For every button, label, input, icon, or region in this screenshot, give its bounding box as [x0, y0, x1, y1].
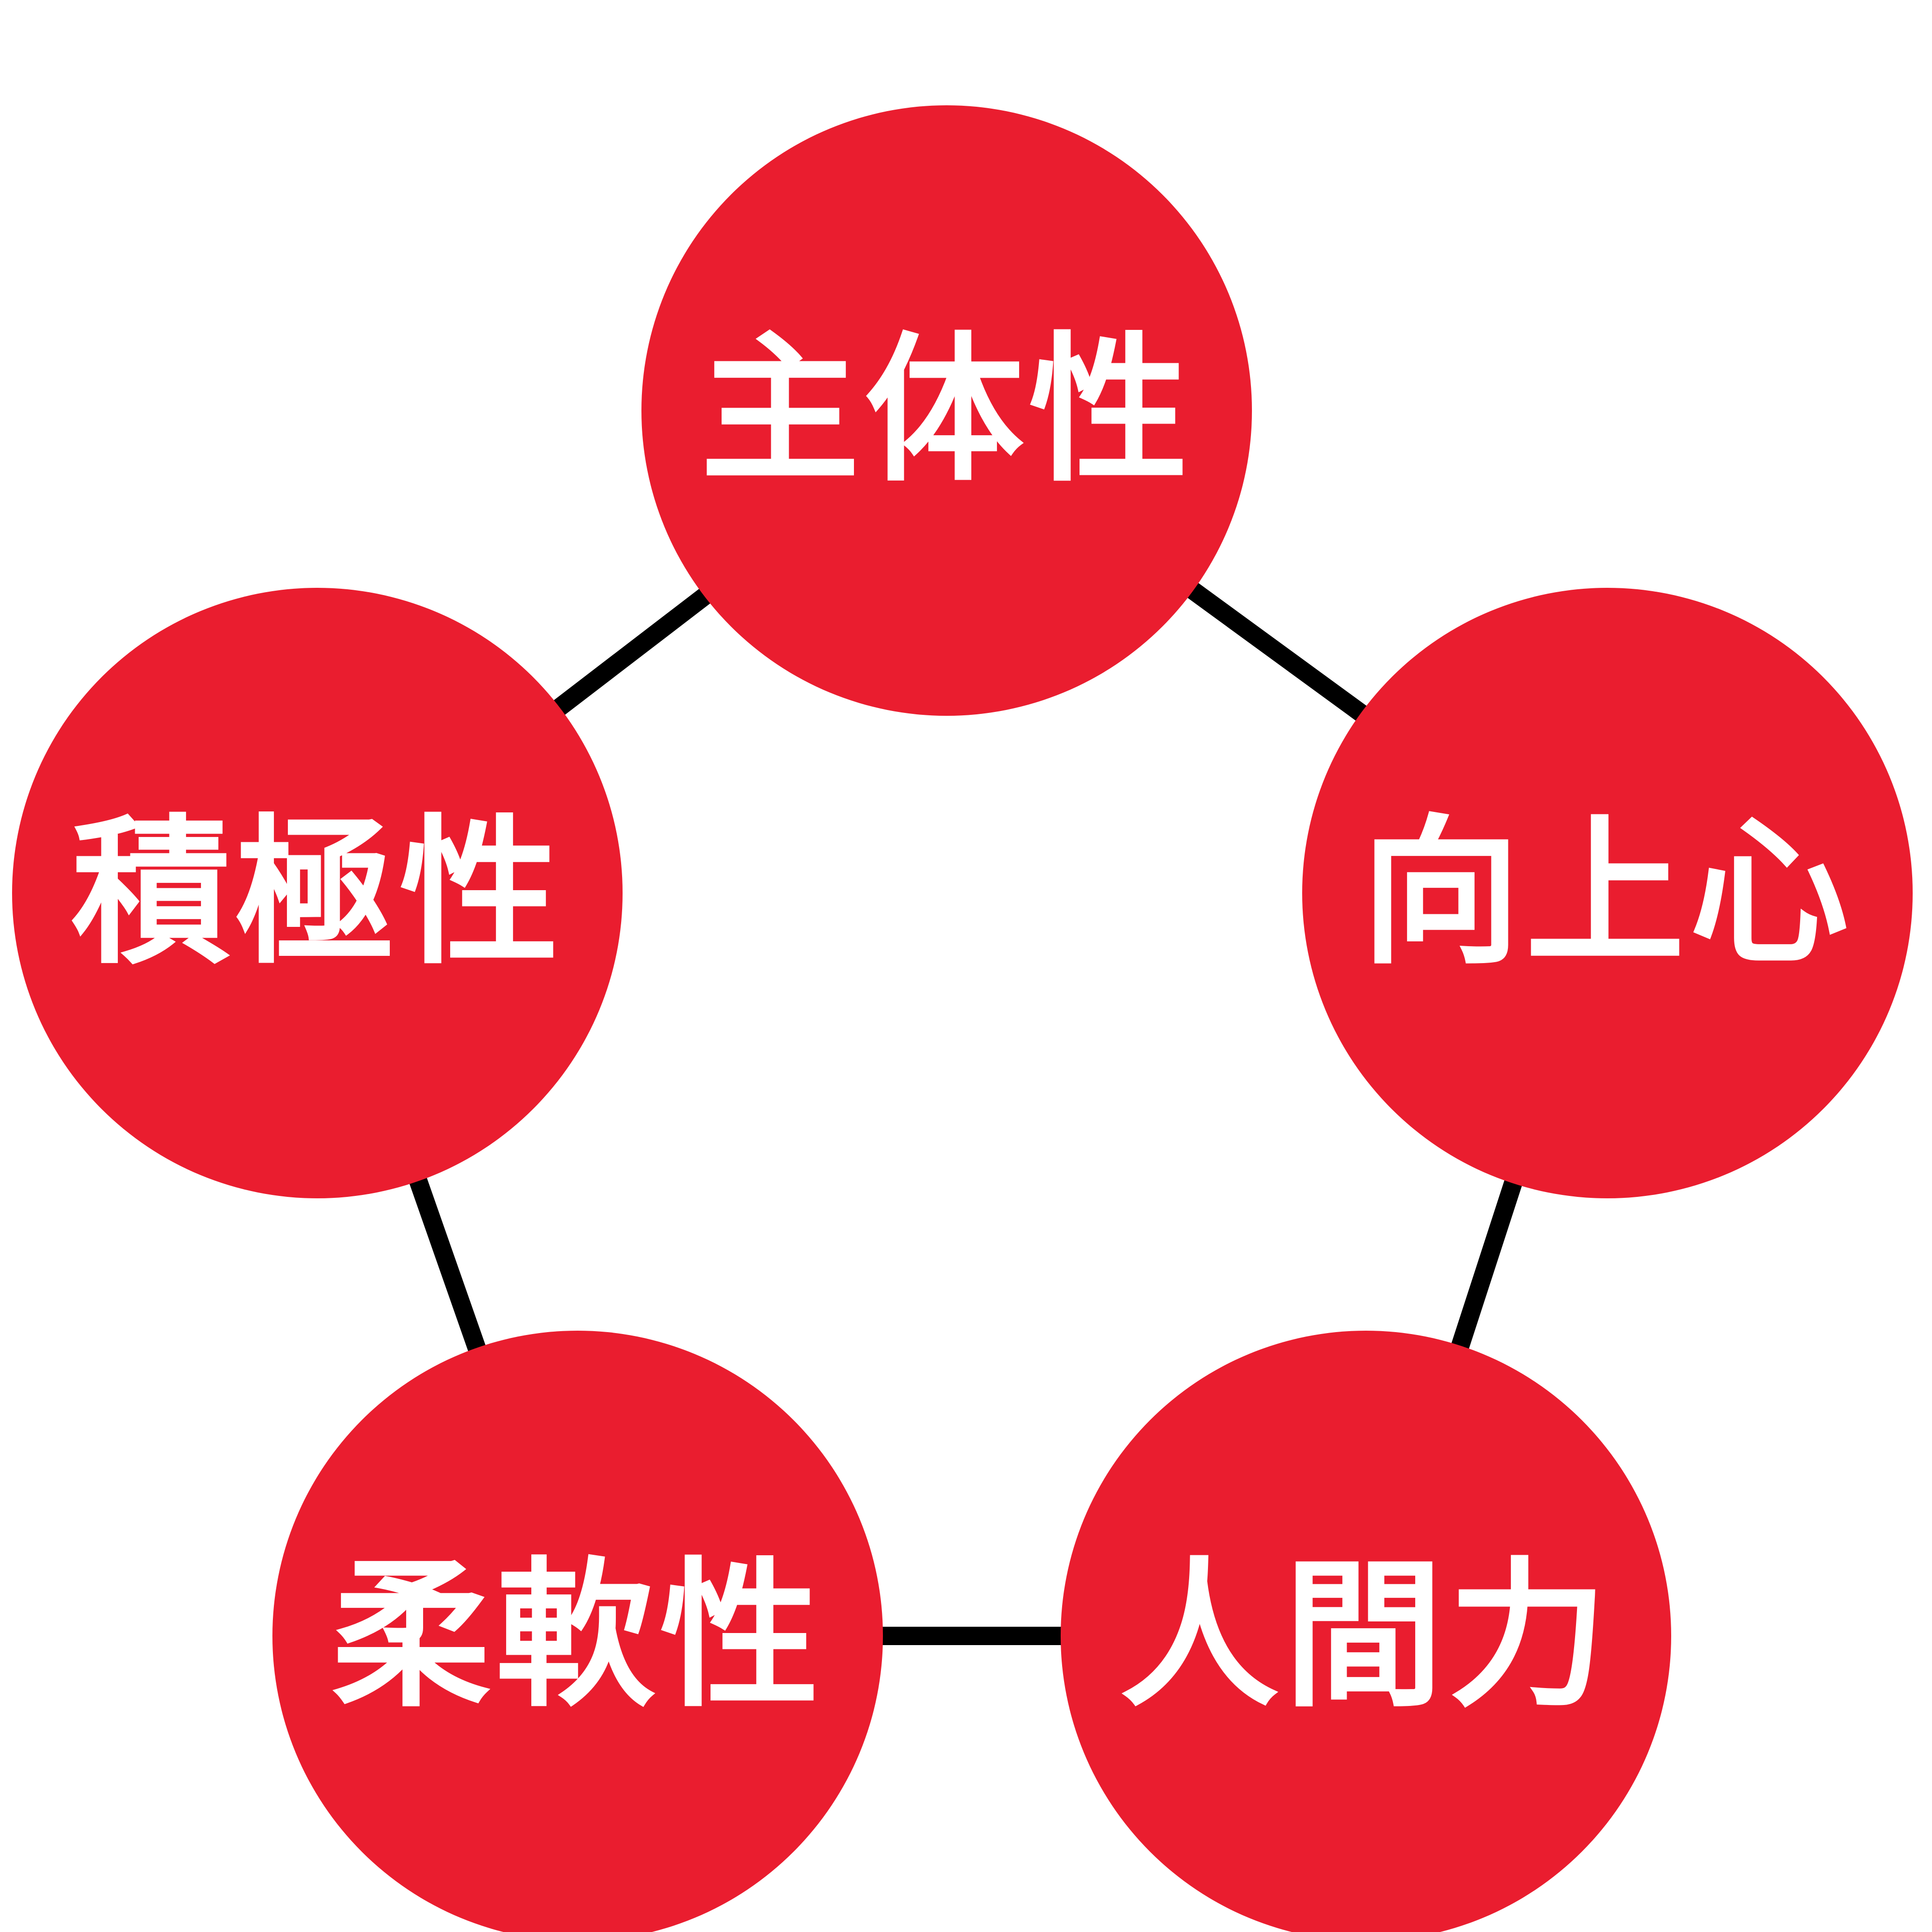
- node-right: 向上心: [1302, 588, 1913, 1198]
- node-left-circle: [12, 588, 623, 1198]
- node-bottom-left: 柔軟性: [272, 1331, 883, 1932]
- node-left: 積極性: [12, 588, 623, 1198]
- node-right-label: 向上心: [1361, 800, 1854, 986]
- node-bottom-right-circle: [1061, 1331, 1671, 1932]
- node-bottom-left-circle: [272, 1331, 883, 1932]
- node-left-label: 積極性: [71, 800, 564, 986]
- node-bottom-left-label: 柔軟性: [331, 1543, 824, 1729]
- node-top-label: 主体性: [700, 318, 1193, 503]
- node-top: 主体性: [641, 105, 1252, 716]
- node-bottom-right: 人間力: [1061, 1331, 1671, 1932]
- node-bottom-right-label: 人間力: [1120, 1543, 1612, 1729]
- node-top-circle: [641, 105, 1252, 716]
- node-right-circle: [1302, 588, 1913, 1198]
